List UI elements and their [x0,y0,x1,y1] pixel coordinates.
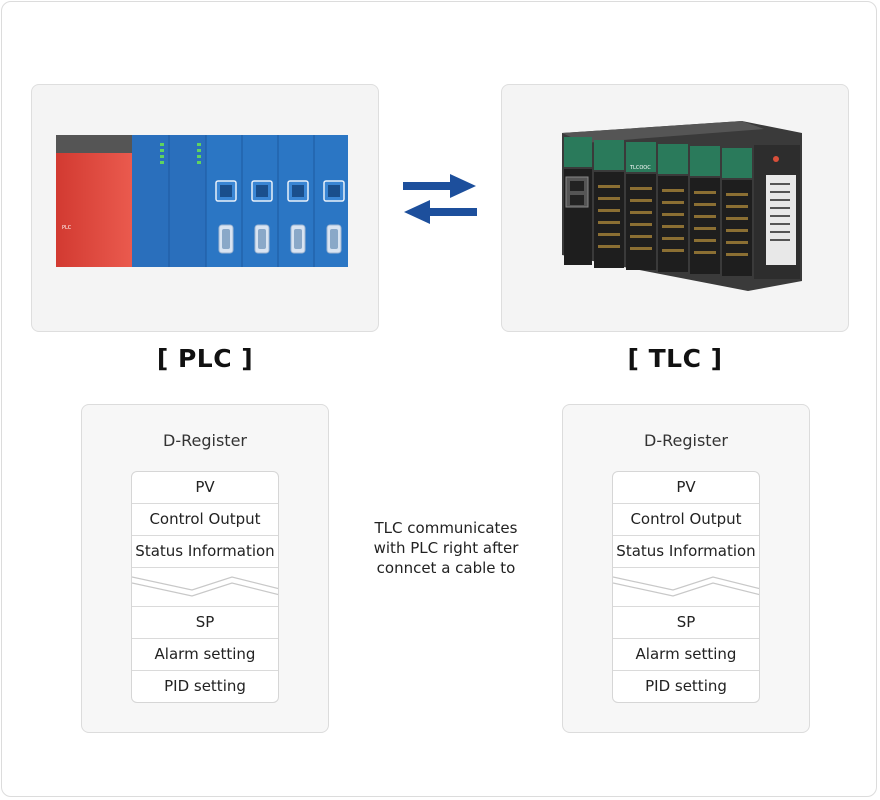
plc-device-illustration: PLC [56,135,348,267]
plc-register-title: D-Register [163,431,247,450]
register-row-alarm-setting: Alarm setting [132,639,278,671]
plc-image-panel: PLC [31,84,379,332]
register-row-control-output: Control Output [132,504,278,536]
register-row-alarm-setting: Alarm setting [613,639,759,671]
plc-register-table: PV Control Output Status Information SP … [131,471,279,703]
register-break-mark [613,568,759,607]
tlc-image-panel: TLCOOC [501,84,849,332]
tlc-register-table: PV Control Output Status Information SP … [612,471,760,703]
communication-note-line-3: conncet a cable to [376,559,516,577]
plc-register-panel: D-Register PV Control Output Status Info… [81,404,329,733]
register-row-sp: SP [132,607,278,639]
register-row-control-output: Control Output [613,504,759,536]
plc-title: [ PLC ] [156,344,254,373]
tlc-register-panel: D-Register PV Control Output Status Info… [562,404,810,733]
register-row-status-information: Status Information [613,536,759,568]
tlc-device-illustration: TLCOOC [562,121,802,291]
register-row-pv: PV [132,472,278,504]
tlc-register-title: D-Register [644,431,728,450]
register-row-status-information: Status Information [132,536,278,568]
bidirectional-arrows-icon [403,174,477,224]
register-row-pid-setting: PID setting [164,677,246,695]
register-break-mark [132,568,278,607]
plc-red-module-label: PLC [62,225,72,231]
communication-note: TLC communicates with PLC right after co… [352,518,540,578]
tlc-title: [ TLC ] [627,344,723,373]
register-row-pv: PV [613,472,759,504]
register-row-sp: SP [613,607,759,639]
communication-note-line-2: with PLC right after [373,539,519,557]
register-row-pid-setting: PID setting [645,677,727,695]
communication-note-line-1: TLC communicates [374,519,518,537]
tlc-module-label: TLCOOC [629,165,651,171]
